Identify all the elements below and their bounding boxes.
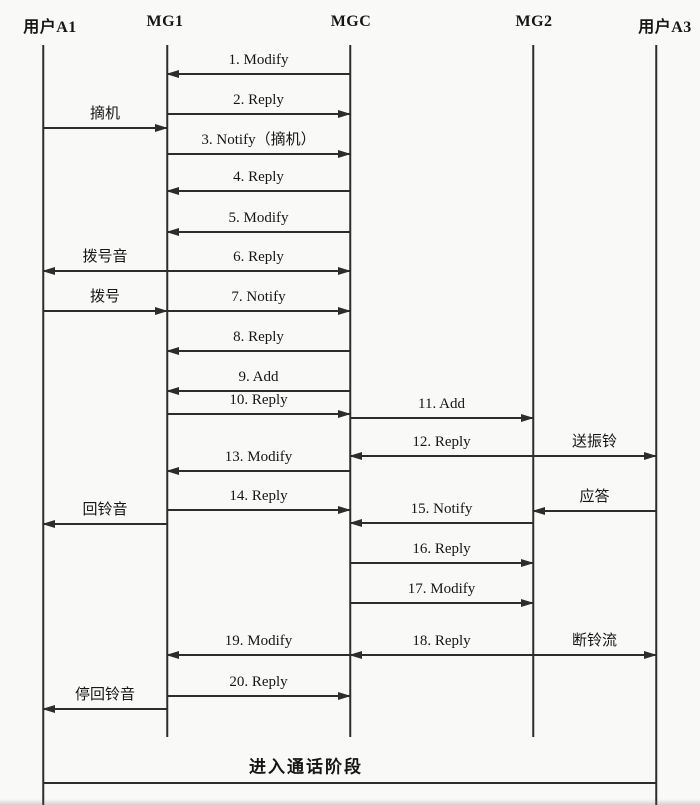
arrowhead-icon — [338, 691, 351, 700]
arrowhead-icon — [166, 466, 179, 475]
message-arrow-line — [167, 390, 350, 392]
message-arrow-line — [167, 153, 350, 155]
actor-label-mgc: MGC — [330, 13, 372, 30]
message-label: 6. Reply — [233, 249, 284, 265]
message-label: 停回铃音 — [74, 687, 136, 703]
message-arrow-line — [167, 113, 350, 115]
arrowhead-icon — [166, 386, 179, 395]
arrowhead-icon — [532, 506, 545, 515]
message-arrow-line — [167, 190, 350, 192]
message-label: 14. Reply — [229, 488, 288, 504]
arrowhead-icon — [42, 704, 55, 713]
arrowhead-icon — [42, 519, 55, 528]
message-arrow-line — [350, 654, 533, 656]
arrowhead-icon — [644, 650, 657, 659]
message-label: 16. Reply — [412, 541, 471, 557]
message-arrow-line — [167, 310, 350, 312]
message-label: 拨号音 — [82, 249, 128, 265]
message-label: 18. Reply — [412, 633, 471, 649]
message-arrow-line — [43, 708, 167, 710]
message-arrow-line — [43, 127, 167, 129]
arrowhead-icon — [338, 505, 351, 514]
arrowhead-icon — [166, 346, 179, 355]
message-arrow-line — [350, 417, 533, 419]
message-arrow-line — [350, 455, 533, 457]
message-label: 17. Modify — [407, 581, 476, 597]
arrowhead-icon — [338, 149, 351, 158]
message-arrow-line — [167, 73, 350, 75]
message-arrow-line — [167, 231, 350, 233]
message-label: 回铃音 — [82, 502, 128, 518]
lifeline-mg2 — [532, 45, 534, 737]
scan-edge-artifact — [0, 799, 700, 805]
lifeline-userA3 — [655, 45, 657, 805]
actor-label-userA1: 用户A1 — [23, 19, 77, 36]
message-arrow-line — [167, 270, 350, 272]
call-phase-label: 进入通话阶段 — [249, 757, 363, 777]
message-arrow-line — [43, 523, 167, 525]
message-arrow-line — [167, 470, 350, 472]
message-label: 断铃流 — [571, 633, 618, 649]
arrowhead-icon — [155, 306, 168, 315]
arrowhead-icon — [349, 518, 362, 527]
message-arrow-line — [533, 455, 656, 457]
message-label: 20. Reply — [229, 674, 288, 690]
lifeline-userA1 — [42, 45, 44, 805]
message-label: 拨号 — [89, 289, 121, 305]
message-label: 11. Add — [418, 396, 465, 412]
arrowhead-icon — [521, 598, 534, 607]
message-arrow-line — [350, 562, 533, 564]
message-arrow-line — [167, 654, 350, 656]
arrowhead-icon — [166, 227, 179, 236]
message-arrow-line — [350, 602, 533, 604]
message-arrow-line — [533, 654, 656, 656]
arrowhead-icon — [166, 186, 179, 195]
message-label: 7. Notify — [231, 289, 286, 305]
actor-label-mg2: MG2 — [515, 13, 553, 30]
message-arrow-line — [167, 350, 350, 352]
arrowhead-icon — [349, 451, 362, 460]
message-label: 送振铃 — [571, 434, 618, 450]
arrowhead-icon — [349, 650, 362, 659]
message-label: 19. Modify — [224, 633, 293, 649]
arrowhead-icon — [338, 266, 351, 275]
message-label: 10. Reply — [229, 392, 288, 408]
arrowhead-icon — [521, 558, 534, 567]
message-label: 9. Add — [238, 369, 279, 385]
arrowhead-icon — [338, 109, 351, 118]
message-arrow-line — [43, 270, 167, 272]
call-phase-divider-line — [43, 782, 657, 784]
message-label: 13. Modify — [224, 449, 293, 465]
arrowhead-icon — [521, 413, 534, 422]
arrowhead-icon — [338, 306, 351, 315]
message-label: 摘机 — [89, 106, 121, 122]
message-arrow-line — [43, 310, 167, 312]
message-label: 2. Reply — [233, 92, 284, 108]
message-label: 15. Notify — [410, 501, 473, 517]
message-label: 3. Notify（摘机） — [201, 132, 316, 148]
actor-label-userA3: 用户A3 — [638, 19, 692, 36]
message-label: 4. Reply — [233, 169, 284, 185]
lifeline-mgc — [349, 45, 351, 737]
message-label: 5. Modify — [228, 210, 289, 226]
arrowhead-icon — [644, 451, 657, 460]
actor-label-mg1: MG1 — [146, 13, 184, 30]
message-arrow-line — [167, 695, 350, 697]
arrowhead-icon — [166, 650, 179, 659]
message-label: 12. Reply — [412, 434, 471, 450]
arrowhead-icon — [155, 123, 168, 132]
message-arrow-line — [350, 522, 533, 524]
message-label: 应答 — [579, 489, 610, 505]
message-label: 1. Modify — [228, 52, 289, 68]
message-arrow-line — [167, 509, 350, 511]
message-arrow-line — [533, 510, 656, 512]
arrowhead-icon — [338, 409, 351, 418]
arrowhead-icon — [166, 69, 179, 78]
message-label: 8. Reply — [233, 329, 284, 345]
arrowhead-icon — [42, 266, 55, 275]
message-arrow-line — [167, 413, 350, 415]
